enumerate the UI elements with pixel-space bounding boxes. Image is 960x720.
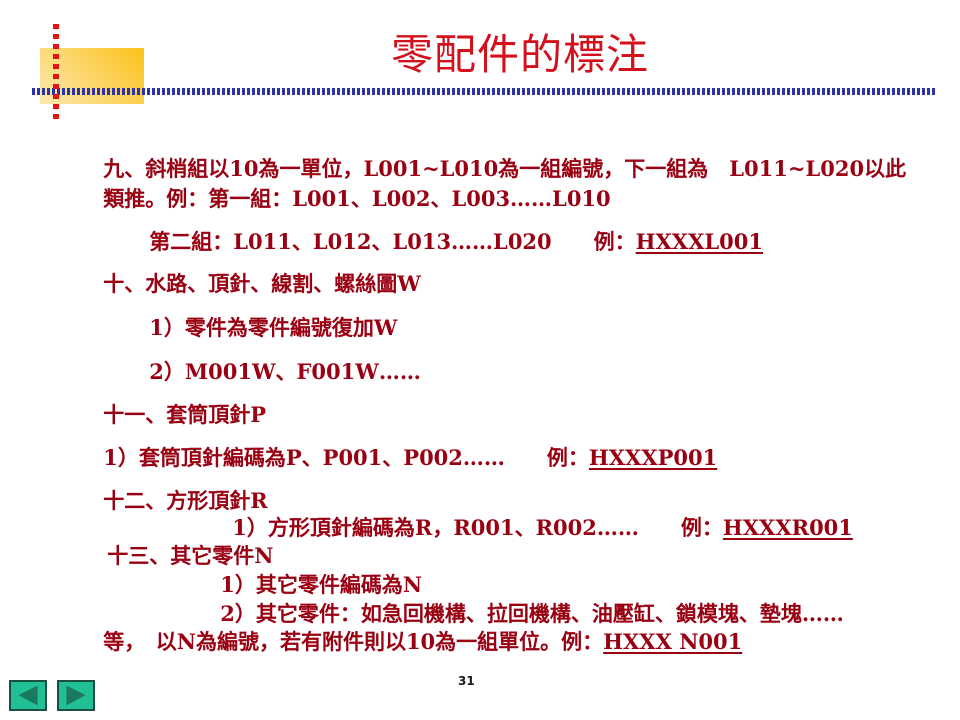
text-line-13-2: 2）其它零件：如急回機構、拉回機構、油壓缸、鎖模塊、墊塊…… [191, 575, 844, 653]
page-number: 31 [458, 674, 475, 688]
heading-12: 十二、方形頂針R [74, 462, 268, 540]
text-line-11-1: 1）套筒頂針編碼為P、P001、P002…… 例：HXXXP001 [74, 419, 717, 497]
text-line-9-b: 類推。例：第一組：L001、L002、L003……L010 [74, 160, 611, 238]
text-line-13-3: 等， 以N為編號，若有附件則以10為一組單位。例：HXXX N001 [74, 603, 742, 681]
text-line-10-2: 2）M001W、F001W…… [120, 333, 421, 411]
triangle-left-icon [18, 685, 38, 706]
text-line-10-1: 1）零件為零件編號復加W [120, 289, 397, 367]
heading-11: 十一、套筒頂針P [74, 376, 266, 454]
line-text: 2）其它零件：如急回機構、拉回機構、油壓缸、鎖模塊、墊塊…… [220, 601, 844, 626]
line-text: 1）零件為零件編號復加W [149, 315, 398, 340]
line-text: 九、斜梢組以10為一單位，L001~L010為一組編號，下一組為 L011~L0… [103, 156, 907, 181]
line-text: 2）M001W、F001W…… [149, 359, 421, 384]
line-text: 十、水路、頂針、線割、螺絲圖W [103, 271, 421, 296]
line-text: 1）方形頂針編碼為R，R001、R002…… 例： [232, 515, 723, 540]
text-line-13-1: 1）其它零件編碼為N [191, 546, 422, 624]
example-code: HXXX N001 [603, 629, 743, 654]
line-text: 類推。例：第一組：L001、L002、L003……L010 [103, 186, 611, 211]
slide-title: 零配件的標注 [390, 30, 649, 79]
text-line-12-1: 1）方形頂針編碼為R，R001、R002…… 例：HXXXR001 [203, 489, 853, 567]
text-line-9-a: 九、斜梢組以10為一單位，L001~L010為一組編號，下一組為 L011~L0… [74, 130, 906, 208]
triangle-right-icon [66, 685, 86, 706]
line-text: 第二組：L011、L012、L013……L020 例： [149, 229, 636, 254]
previous-slide-button[interactable] [9, 680, 47, 711]
line-text: 等， 以N為編號，若有附件則以10為一組單位。例： [103, 629, 604, 654]
text-line-9-c: 第二組：L011、L012、L013……L020 例：HXXXL001 [120, 203, 763, 281]
example-code: HXXXL001 [635, 229, 763, 254]
line-text: 十一、套筒頂針P [103, 402, 267, 427]
line-text: 十三、其它零件N [107, 543, 274, 568]
decorative-red-dotted-line [53, 24, 59, 120]
example-code: HXXXP001 [588, 445, 718, 470]
title-divider-dotted-line [32, 88, 935, 95]
line-text: 1）套筒頂針編碼為P、P001、P002…… 例： [103, 445, 589, 470]
next-slide-button[interactable] [57, 680, 95, 711]
line-text: 1）其它零件編碼為N [220, 572, 423, 597]
example-code: HXXXR001 [722, 515, 853, 540]
line-text: 十二、方形頂針R [103, 488, 268, 513]
heading-13: 十三、其它零件N [78, 517, 273, 595]
heading-10: 十、水路、頂針、線割、螺絲圖W [74, 245, 421, 323]
